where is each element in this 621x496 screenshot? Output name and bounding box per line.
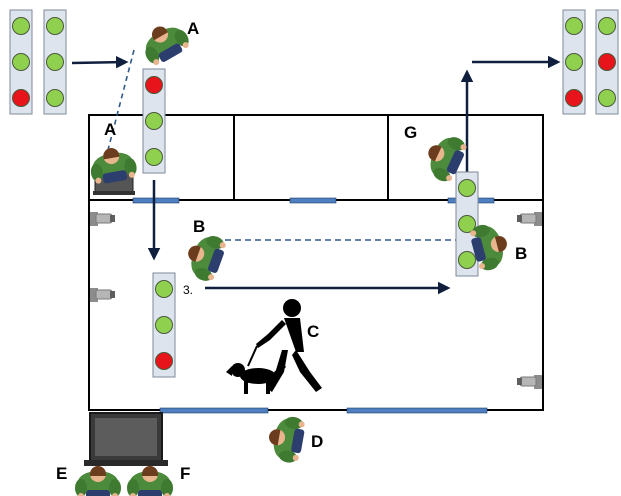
green-lamp xyxy=(46,89,64,107)
security-camera-icon xyxy=(516,374,543,390)
security-camera-icon xyxy=(516,211,543,227)
person-icon xyxy=(136,16,193,69)
green-lamp xyxy=(12,17,30,35)
door-bottom-right xyxy=(346,407,488,414)
security-camera-icon xyxy=(89,287,116,303)
door-room-middle xyxy=(289,197,337,204)
arrows xyxy=(71,55,561,295)
traffic-light-icon xyxy=(455,171,479,277)
green-lamp xyxy=(458,215,476,233)
door-room-a xyxy=(132,197,180,204)
red-lamp xyxy=(565,89,583,107)
label-e: E xyxy=(56,464,68,483)
person-icon xyxy=(180,229,229,285)
step-marker: 3. xyxy=(183,283,194,297)
green-lamp xyxy=(458,179,476,197)
traffic-light-icon xyxy=(562,9,586,115)
green-lamp xyxy=(565,53,583,71)
label-f: F xyxy=(180,464,191,483)
traffic-light-icon xyxy=(9,9,33,115)
label-g: G xyxy=(404,123,418,142)
traffic-light-icon xyxy=(152,272,176,378)
red-lamp xyxy=(155,352,173,370)
traffic-light-icon xyxy=(595,9,619,115)
label-a-top: A xyxy=(187,19,200,38)
label-d: D xyxy=(311,432,324,451)
label-c: C xyxy=(307,322,320,341)
green-lamp xyxy=(598,89,616,107)
traffic-light-icon xyxy=(142,68,166,174)
arrow-to-a xyxy=(71,55,129,69)
door-bottom-left xyxy=(159,407,269,414)
green-lamp xyxy=(565,17,583,35)
green-lamp xyxy=(12,53,30,71)
green-lamp xyxy=(155,316,173,334)
green-lamp xyxy=(145,148,163,166)
traffic-lights xyxy=(9,9,619,378)
traffic-light-icon xyxy=(43,9,67,115)
red-lamp xyxy=(12,89,30,107)
red-lamp xyxy=(145,76,163,94)
red-lamp xyxy=(598,53,616,71)
security-camera-icon xyxy=(89,211,116,227)
person-icon xyxy=(75,466,121,496)
green-lamp xyxy=(598,17,616,35)
label-a-room: A xyxy=(104,120,117,139)
blind-person-with-guide-dog-icon xyxy=(226,299,322,394)
label-b-right: B xyxy=(515,244,528,263)
green-lamp xyxy=(46,17,64,35)
person-icon xyxy=(127,466,173,496)
green-lamp xyxy=(145,112,163,130)
green-lamp xyxy=(155,280,173,298)
person-icon xyxy=(265,413,307,465)
laptop-icon xyxy=(84,412,168,466)
label-b-left: B xyxy=(193,217,206,236)
green-lamp xyxy=(458,251,476,269)
green-lamp xyxy=(46,53,64,71)
